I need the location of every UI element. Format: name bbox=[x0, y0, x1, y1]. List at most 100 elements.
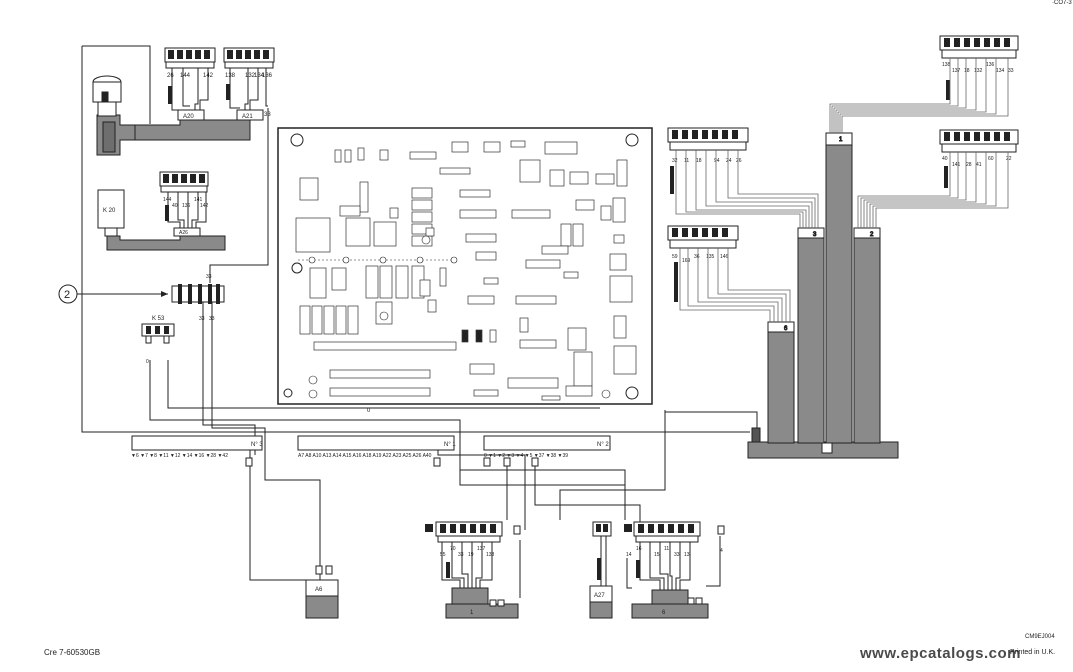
k53-wire-0: 0 bbox=[146, 359, 149, 365]
ll-wire-59: 59 bbox=[672, 254, 678, 260]
br-wire-16: 16 bbox=[636, 546, 642, 552]
lm-wire-94: 94 bbox=[714, 158, 720, 164]
component-a27: A27 bbox=[589, 521, 613, 619]
connector-1-label: 1 bbox=[839, 137, 843, 143]
connector-a21: 138 132 134 136 A21 33 bbox=[223, 47, 275, 121]
ll-wire-146: 146 bbox=[720, 254, 729, 260]
rt-wire-134: 134 bbox=[996, 68, 1005, 74]
wire-num-134: 134 bbox=[254, 73, 265, 79]
rm-wire-60: 60 bbox=[988, 156, 994, 162]
printed-note: Printed in U.K. bbox=[1010, 649, 1056, 656]
rt-wire-137: 137 bbox=[952, 68, 961, 74]
label-nr1: N° 1 bbox=[444, 442, 456, 448]
connector-2-label: 2 bbox=[870, 232, 874, 238]
connector-a26: 144 40 136 141 142 A26 bbox=[159, 171, 209, 237]
k20-wire-136: 136 bbox=[182, 203, 191, 209]
label-k20: K 20 bbox=[103, 208, 116, 214]
ll-wire-36: 36 bbox=[694, 254, 700, 260]
relay-k20: K 20 bbox=[97, 189, 226, 251]
rm-wire-28: 28 bbox=[966, 162, 972, 168]
wire-num-132: 132 bbox=[245, 73, 256, 79]
splice-wire-33: 33 bbox=[206, 274, 212, 280]
label-k53: K 53 bbox=[152, 316, 165, 322]
rt-wire-136: 136 bbox=[986, 62, 995, 68]
wire-num-144: 144 bbox=[180, 73, 191, 79]
ll-wire-135: 135 bbox=[706, 254, 715, 260]
strip-nr3-pins: ▼6 ▼7 ▼8 ▼11 ▼12 ▼14 ▼16 ▼28 ▼42 bbox=[131, 453, 228, 459]
bl-wire-137: 137 bbox=[477, 546, 486, 552]
br-wire-14: 14 bbox=[626, 552, 632, 558]
connector-right-top: 138 137 18 132 136 134 33 bbox=[829, 35, 1019, 133]
bottom-right-assembly: 16 14 15 11 33 13 4 6 bbox=[624, 521, 725, 619]
component-a5-pin bbox=[513, 525, 521, 598]
label-nr3: N° 3 bbox=[251, 442, 263, 448]
splice-block: 33 33 33 bbox=[171, 274, 225, 322]
wire-33-label: 33 bbox=[264, 112, 271, 118]
k20-wire-40: 40 bbox=[172, 203, 178, 209]
rm-wire-141: 141 bbox=[952, 162, 961, 168]
br-wire-13: 13 bbox=[684, 552, 690, 558]
br-wire-4: 4 bbox=[720, 548, 723, 554]
rt-wire-132: 132 bbox=[974, 68, 983, 74]
connector-6-label: 6 bbox=[784, 326, 788, 332]
page-code: ·CO7-3 bbox=[1052, 0, 1072, 6]
br-connector-6: 6 bbox=[662, 610, 666, 616]
strip-nr1-pins: A7 A8 A10 A13 A14 A15 A16 A18 A19 A22 A2… bbox=[298, 453, 432, 459]
splice-out-33b: 33 bbox=[209, 316, 215, 322]
bl-wire-33: 33 bbox=[458, 552, 464, 558]
bl-wire-19: 19 bbox=[468, 552, 474, 558]
rt-wire-138: 138 bbox=[942, 62, 951, 68]
bl-wire-70: 70 bbox=[450, 546, 456, 552]
rt-wire-33: 33 bbox=[1008, 68, 1014, 74]
callout-2: 2 bbox=[58, 284, 168, 304]
br-wire-33: 33 bbox=[674, 552, 680, 558]
callout-number: 2 bbox=[64, 289, 70, 301]
lm-wire-11: 11 bbox=[684, 158, 689, 164]
label-a26: A26 bbox=[179, 230, 188, 236]
wire-num-142: 142 bbox=[203, 73, 214, 79]
k20-wire-142: 142 bbox=[200, 203, 209, 209]
splice-out-33a: 33 bbox=[199, 316, 205, 322]
strip-nr2-pins: 0 ▼1 ▼2 ▼3 ▼4 ▼5 ▼37 ▼38 ▼39 bbox=[484, 453, 568, 459]
lm-wire-32: 32 bbox=[672, 158, 678, 164]
bottom-left-assembly: 55 70 33 19 137 138 1 bbox=[425, 521, 519, 619]
lm-wire-18: 18 bbox=[696, 158, 702, 164]
left-frame-wires bbox=[81, 45, 758, 581]
component-a6: A6 bbox=[305, 565, 339, 619]
wire-num-136: 136 bbox=[262, 73, 273, 79]
connector-left-mid: 32 11 18 94 24 26 bbox=[667, 127, 819, 228]
rm-wire-40: 40 bbox=[942, 156, 948, 162]
strip-nr3: N° 3 ▼6 ▼7 ▼8 ▼11 ▼12 ▼14 ▼16 ▼28 ▼42 bbox=[131, 435, 263, 467]
label-a27: A27 bbox=[594, 593, 605, 599]
sensor-top-left bbox=[92, 75, 122, 117]
pcb-zero-label: 0 bbox=[367, 408, 371, 414]
br-wire-11: 11 bbox=[664, 546, 669, 552]
k20-wire-141: 141 bbox=[194, 197, 203, 203]
relay-k53: K 53 0 bbox=[141, 316, 175, 365]
bl-wire-55: 55 bbox=[440, 552, 446, 558]
label-a21: A21 bbox=[242, 114, 253, 120]
strip-nr2: N° 2 0 ▼1 ▼2 ▼3 ▼4 ▼5 ▼37 ▼38 ▼39 bbox=[483, 435, 611, 467]
lm-wire-26: 26 bbox=[736, 158, 742, 164]
label-a6: A6 bbox=[315, 587, 323, 593]
drawing-code: CM9EJ004 bbox=[1025, 634, 1055, 640]
connector-right-mid: 40 141 28 41 60 22 bbox=[857, 129, 1019, 228]
k20-wire-144: 144 bbox=[163, 197, 172, 203]
connector-left-low: 59 169 36 135 146 bbox=[667, 225, 791, 322]
rm-wire-41: 41 bbox=[976, 162, 982, 168]
connector-3-label: 3 bbox=[813, 232, 817, 238]
reference-code: Cre 7-60530GB bbox=[44, 648, 101, 657]
label-a20: A20 bbox=[183, 114, 194, 120]
pcb-components bbox=[295, 140, 637, 401]
br-wire-15: 15 bbox=[654, 552, 660, 558]
connector-a20: 26 144 142 A20 bbox=[164, 47, 216, 121]
bl-wire-138: 138 bbox=[486, 552, 495, 558]
wire-num-26: 26 bbox=[167, 73, 174, 79]
harness-top-left bbox=[96, 114, 251, 156]
watermark: www.epcatalogs.com bbox=[860, 645, 1021, 662]
pcb-trace bbox=[298, 235, 611, 399]
strip-nr1: N° 1 A7 A8 A10 A13 A14 A15 A16 A18 A19 A… bbox=[297, 435, 456, 467]
rm-wire-22: 22 bbox=[1006, 156, 1012, 162]
rt-wire-18: 18 bbox=[964, 68, 970, 74]
